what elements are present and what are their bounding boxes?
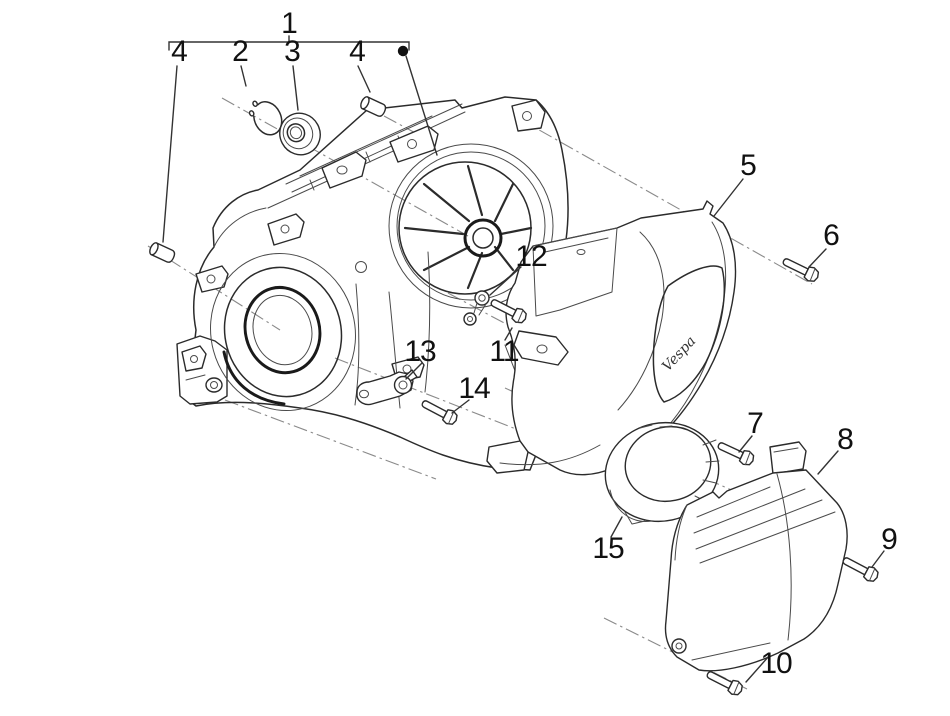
callout-15: 15 xyxy=(592,532,624,565)
outer-cover-5-drawing: Vespa xyxy=(487,201,736,475)
group-bullet-marker xyxy=(397,45,409,57)
retainer-clip-12-drawing xyxy=(464,291,489,325)
callout-2: 2 xyxy=(232,35,249,68)
callout-14: 14 xyxy=(458,372,490,405)
variator-spokes xyxy=(405,166,531,288)
bolt-10-drawing xyxy=(703,666,746,699)
bracket-13-drawing xyxy=(357,370,417,405)
callout-7: 7 xyxy=(747,407,764,440)
callout-5: 5 xyxy=(740,149,757,182)
callout-11: 11 xyxy=(489,335,519,368)
group-bracket-1 xyxy=(169,36,409,50)
side-cover-8-drawing xyxy=(665,442,847,671)
callout-10: 10 xyxy=(760,647,792,680)
callout-4-left: 4 xyxy=(171,35,188,68)
bolt-7-drawing xyxy=(714,437,757,469)
callout-12: 12 xyxy=(515,240,547,273)
callout-9: 9 xyxy=(881,523,898,556)
belt-opening xyxy=(193,237,373,427)
crankcase-cover-drawing xyxy=(177,97,568,470)
leader-lines xyxy=(163,56,884,682)
callout-6: 6 xyxy=(823,219,840,252)
callout-13: 13 xyxy=(404,335,436,368)
air-duct-ring-drawing xyxy=(596,412,728,532)
callout-8: 8 xyxy=(837,423,854,456)
dowel-pin-left-drawing xyxy=(147,240,177,265)
callout-3: 3 xyxy=(284,35,301,68)
bolt-6-drawing xyxy=(779,253,822,285)
callout-1: 1 xyxy=(281,7,298,40)
bearing-drawing xyxy=(272,106,327,162)
callout-4-upper: 4 xyxy=(349,35,366,68)
bolt-9-drawing xyxy=(839,552,882,585)
dowel-pin-upper-drawing xyxy=(358,94,388,119)
